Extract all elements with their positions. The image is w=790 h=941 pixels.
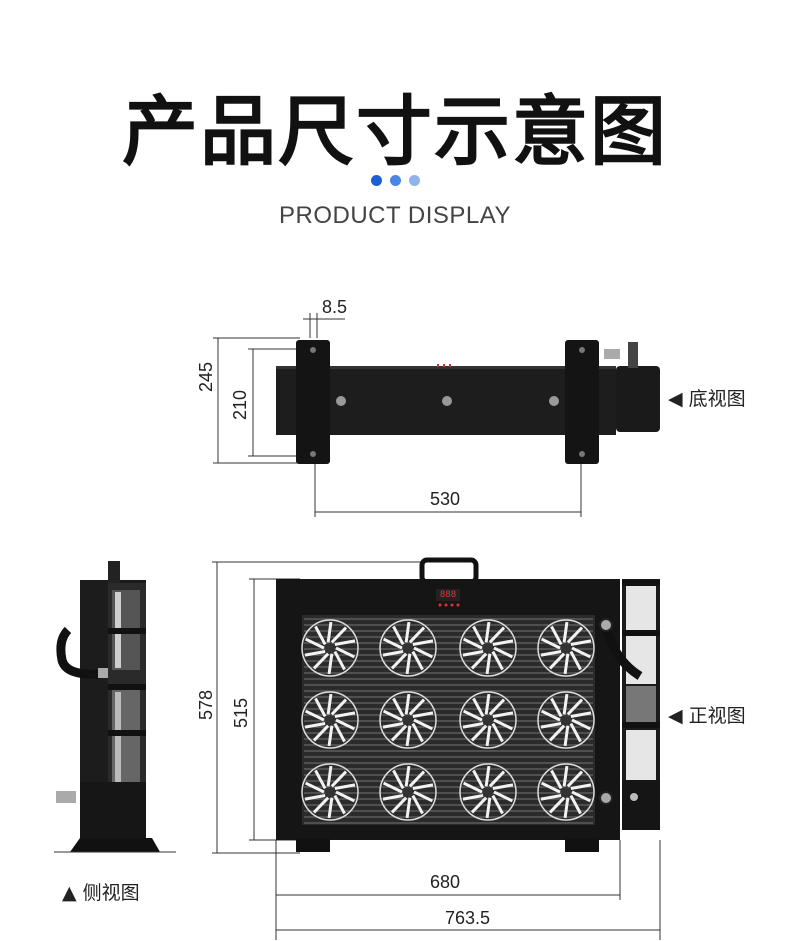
front-view-label: ◀ 正视图 [668, 705, 746, 727]
bottom-view-label: ◀ 底视图 [668, 388, 746, 410]
fan [459, 619, 517, 677]
digital-display: 888 [439, 590, 457, 600]
dim-height-inner-label: 210 [230, 389, 250, 420]
dot-1 [370, 175, 382, 186]
dim-width-label: 530 [430, 489, 461, 509]
dot-2 [389, 175, 401, 186]
side-view-label: ▲ 侧视图 [62, 882, 140, 904]
dim-front-width-outer-label: 763.5 [445, 908, 491, 928]
dim-front-height-inner-label: 515 [231, 697, 251, 728]
fan [301, 619, 359, 677]
dim-front-height-outer-label: 578 [196, 689, 216, 720]
fan [379, 619, 437, 677]
front-view [212, 557, 661, 940]
fan [301, 763, 359, 821]
side-view [54, 561, 176, 853]
title-dots [0, 175, 790, 186]
fan [537, 691, 595, 749]
fan [301, 691, 359, 749]
dim-height-outer-label: 245 [196, 361, 216, 392]
fan [537, 763, 595, 821]
fan [379, 691, 437, 749]
dim-offset-label: 8.5 [322, 297, 348, 317]
fan [537, 619, 595, 677]
page-title: 产品尺寸示意图 [122, 87, 668, 176]
fan [459, 691, 517, 749]
fan [379, 763, 437, 821]
fan [459, 763, 517, 821]
dot-3 [408, 175, 420, 186]
dim-front-width-inner-label: 680 [430, 872, 461, 892]
bottom-view [213, 313, 660, 517]
page-subtitle: PRODUCT DISPLAY [279, 202, 511, 229]
